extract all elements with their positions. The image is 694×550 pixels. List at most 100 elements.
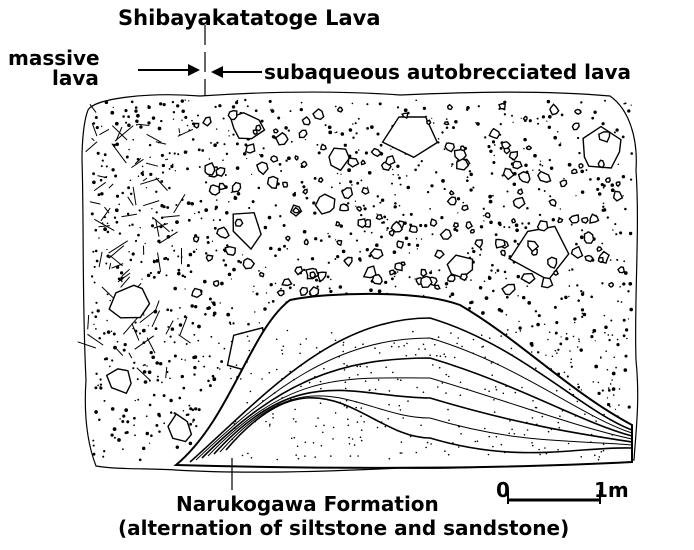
lava-clast: [278, 291, 285, 296]
lava-clast: [558, 219, 563, 223]
lava-clast: [209, 185, 219, 195]
sandstone-stipple: [375, 389, 377, 391]
lava-clast: [397, 241, 403, 248]
stipple-dot: [96, 260, 99, 263]
sandstone-stipple: [610, 383, 612, 385]
sandstone-stipple: [458, 426, 460, 428]
sandstone-stipple: [231, 439, 233, 441]
sandstone-stipple: [484, 428, 486, 430]
sandstone-stipple: [450, 332, 452, 334]
stipple-dot: [567, 375, 569, 377]
sandstone-stipple: [360, 415, 362, 417]
stipple-dot: [306, 197, 309, 200]
stipple-dot: [280, 170, 282, 172]
lava-clast: [461, 146, 465, 151]
stipple-dot: [503, 226, 505, 228]
fracture-line: [86, 142, 98, 152]
stipple-dot: [504, 113, 506, 115]
stipple-dot: [113, 333, 116, 336]
stipple-dot: [181, 109, 184, 112]
stipple-dot: [594, 365, 598, 369]
stipple-dot: [94, 386, 97, 389]
stipple-dot: [441, 179, 445, 183]
stipple-dot: [402, 214, 404, 216]
lava-clast: [219, 183, 226, 189]
stipple-dot: [615, 409, 616, 410]
sandstone-stipple: [591, 434, 593, 436]
stipple-dot: [143, 314, 144, 315]
stipple-dot: [219, 368, 221, 370]
stipple-dot: [187, 264, 190, 267]
fracture-line: [99, 252, 102, 267]
stipple-dot: [469, 301, 472, 304]
stipple-dot: [121, 420, 124, 423]
stipple-dot: [549, 195, 551, 197]
sandstone-stipple: [397, 430, 399, 432]
stipple-dot: [105, 101, 109, 105]
lava-clast: [192, 289, 202, 298]
stipple-dot: [168, 360, 171, 363]
stipple-dot: [103, 450, 105, 452]
sandstone-stipple: [457, 337, 459, 339]
sandstone-stipple: [246, 361, 248, 363]
sandstone-stipple: [538, 449, 540, 451]
sandstone-stipple: [332, 438, 334, 440]
stipple-dot: [469, 173, 473, 177]
stipple-dot: [616, 259, 618, 261]
stipple-dot: [95, 373, 97, 375]
lava-clast: [358, 219, 366, 228]
stipple-dot: [601, 243, 603, 245]
sandstone-stipple: [357, 374, 359, 376]
stipple-dot: [630, 178, 632, 180]
stipple-dot: [98, 193, 101, 196]
sandstone-stipple: [397, 379, 399, 381]
stipple-dot: [626, 338, 628, 340]
stipple-dot: [359, 259, 362, 262]
stipple-dot: [137, 234, 140, 237]
sandstone-stipple: [283, 345, 285, 347]
sandstone-stipple: [501, 444, 503, 446]
fracture-line: [122, 269, 130, 276]
stipple-dot: [139, 125, 142, 128]
stipple-dot: [489, 220, 493, 224]
sandstone-stipple: [344, 405, 346, 407]
stipple-dot: [432, 233, 434, 235]
stipple-dot: [275, 283, 277, 285]
sandstone-stipple: [249, 350, 251, 352]
stipple-dot: [98, 237, 100, 239]
stipple-dot: [375, 243, 379, 247]
stipple-dot: [232, 133, 234, 135]
sandstone-stipple: [231, 423, 233, 425]
stipple-dot: [589, 178, 592, 181]
stipple-dot: [107, 330, 111, 334]
sandstone-stipple: [520, 330, 522, 332]
stipple-dot: [579, 348, 582, 351]
sandstone-stipple: [277, 403, 279, 405]
sandstone-stipple: [547, 339, 549, 341]
stipple-dot: [483, 208, 485, 210]
sandstone-stipple: [401, 452, 403, 454]
stipple-dot: [355, 206, 356, 207]
lava-clast: [282, 279, 291, 286]
stipple-dot: [358, 118, 360, 120]
stipple-dot: [526, 207, 529, 210]
stipple-dot: [560, 297, 563, 300]
stipple-dot: [212, 375, 215, 378]
stipple-dot: [491, 264, 494, 267]
stipple-dot: [151, 355, 155, 359]
stipple-dot: [127, 213, 130, 216]
stipple-dot: [252, 200, 255, 203]
stipple-dot: [192, 138, 195, 141]
sandstone-stipple: [512, 354, 514, 356]
lava-clast: [427, 120, 431, 124]
stipple-dot: [126, 420, 129, 423]
stipple-dot: [527, 222, 530, 225]
fracture-line: [131, 159, 143, 167]
stipple-dot: [623, 195, 624, 196]
stipple-dot: [97, 385, 99, 387]
sandstone-stipple: [508, 433, 510, 435]
sandstone-stipple: [350, 455, 352, 457]
stipple-dot: [193, 373, 195, 375]
sandstone-stipple: [562, 410, 564, 412]
sandstone-stipple: [387, 418, 389, 420]
